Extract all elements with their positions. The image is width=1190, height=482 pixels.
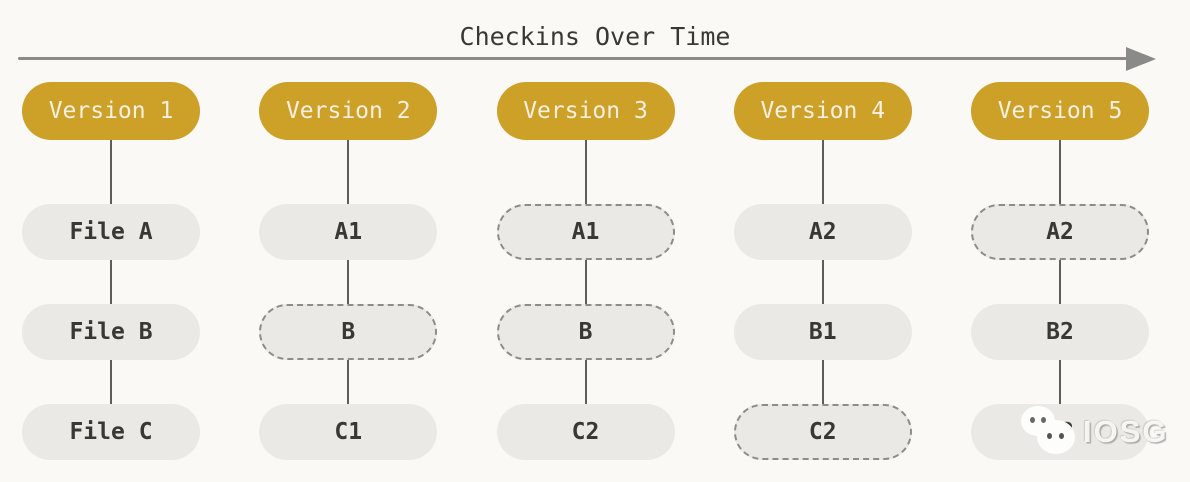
file-pill: B1 [733, 304, 912, 360]
connector-line [1059, 360, 1061, 404]
version-column: Version 1 File A File B File C [22, 82, 200, 460]
file-pill-label: A1 [334, 219, 363, 245]
file-pill-unchanged: B [496, 304, 675, 360]
file-pill-unchanged: C2 [733, 404, 912, 460]
file-pill: A1 [259, 204, 438, 260]
file-pill-label: File A [69, 219, 153, 245]
version-pill: Version 5 [971, 82, 1149, 140]
connector-line [347, 260, 350, 304]
version-pill: Version 4 [733, 82, 912, 140]
timeline-arrow-head-icon [1126, 47, 1156, 71]
version-pill: Version 1 [22, 82, 200, 140]
file-pill-label: B1 [808, 319, 837, 345]
version-pill: Version 2 [259, 82, 438, 140]
watermark-text: IOSG [1083, 414, 1169, 449]
connector-line [584, 260, 587, 304]
connector-line [821, 360, 824, 404]
connector-line [821, 260, 824, 304]
file-pill-unchanged: A1 [496, 204, 675, 260]
file-pill-label: C1 [334, 419, 363, 445]
diagram-title: Checkins Over Time [459, 22, 731, 51]
connector-line [584, 360, 587, 404]
connector-line [584, 140, 587, 204]
file-pill-label: A1 [571, 219, 600, 245]
file-pill-unchanged: A2 [971, 204, 1149, 260]
file-pill-label: File C [69, 419, 153, 445]
connector-line [1059, 260, 1061, 304]
file-pill-label: File B [69, 319, 153, 345]
file-pill-label: C2 [571, 419, 600, 445]
connector-line [347, 140, 350, 204]
connector-line [110, 360, 112, 404]
file-pill: B2 [971, 304, 1149, 360]
file-pill-label: A2 [808, 219, 837, 245]
connector-line [110, 140, 112, 204]
file-pill: A2 [733, 204, 912, 260]
file-pill-unchanged: B [259, 304, 438, 360]
file-pill-label: C3 [1046, 419, 1074, 445]
file-pill: C2 [496, 404, 675, 460]
version-pill: Version 3 [496, 82, 675, 140]
connector-line [347, 360, 350, 404]
timeline-arrow-line [18, 57, 1130, 60]
file-pill: C3 IOSG [971, 404, 1167, 460]
connector-line [821, 140, 824, 204]
file-pill: File B [22, 304, 200, 360]
file-pill-label: C2 [808, 419, 837, 445]
file-pill-label: A2 [1046, 219, 1074, 245]
file-pill-label: B [341, 319, 356, 345]
connector-line [110, 260, 112, 304]
file-pill: File A [22, 204, 200, 260]
file-pill: File C [22, 404, 200, 460]
connector-line [1059, 140, 1061, 204]
file-pill: C1 [259, 404, 438, 460]
file-pill-label: B [578, 319, 593, 345]
file-pill-label: B2 [1046, 319, 1074, 345]
